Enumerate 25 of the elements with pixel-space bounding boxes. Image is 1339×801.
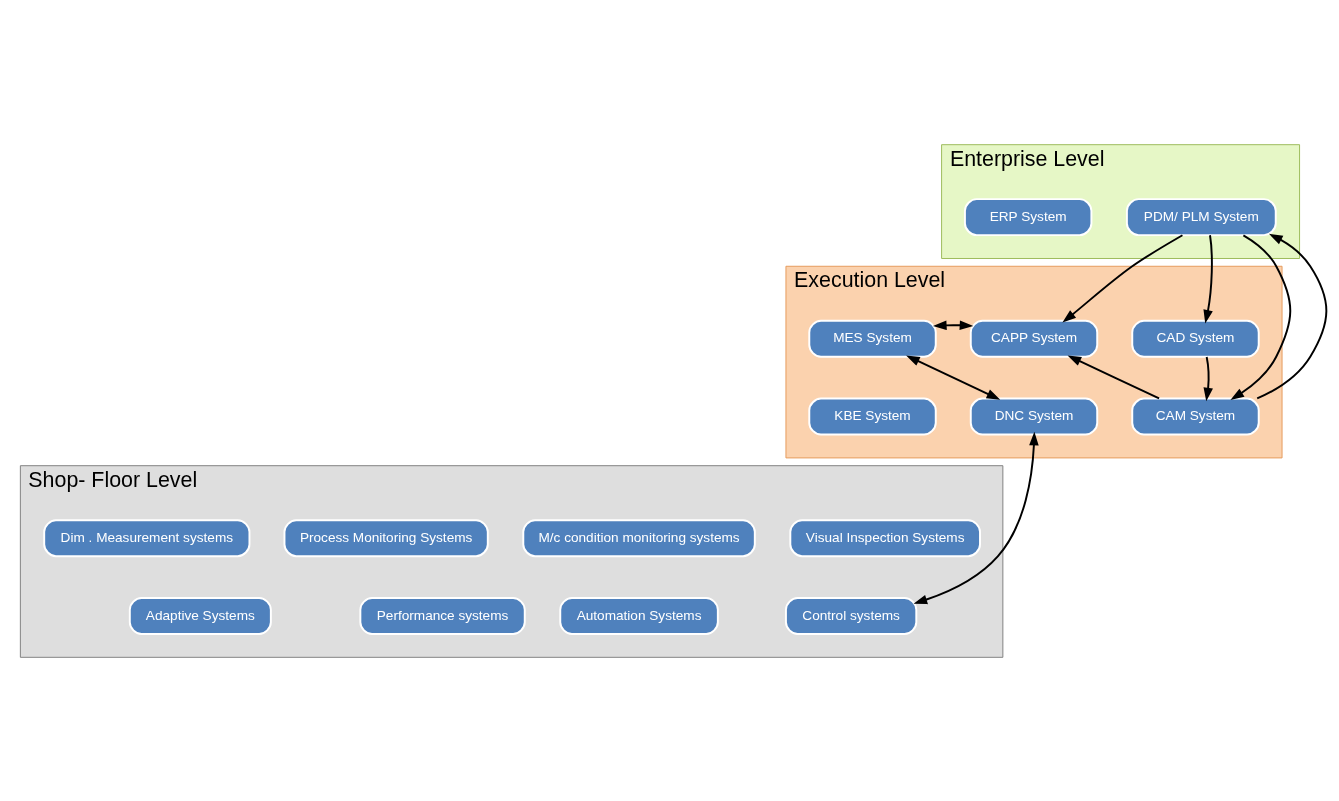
arrow bbox=[1203, 233, 1213, 324]
node-box: KBE System bbox=[808, 397, 937, 436]
arrow bbox=[932, 320, 974, 330]
node-box: Automation Systems bbox=[559, 596, 719, 635]
node-box: CAPP System bbox=[969, 319, 1099, 358]
node-box: Visual Inspection Systems bbox=[789, 518, 981, 557]
arrow bbox=[1062, 233, 1184, 323]
node-box: MES System bbox=[808, 319, 937, 358]
node-box: Process Monitoring Systems bbox=[283, 518, 489, 557]
node-box: CAM System bbox=[1131, 397, 1260, 436]
node-box: Adaptive Systems bbox=[128, 596, 272, 635]
node-box: PDM/ PLM System bbox=[1125, 197, 1277, 236]
arrow bbox=[1256, 233, 1328, 399]
node-box: Dim . Measurement systems bbox=[43, 518, 251, 557]
arrow bbox=[906, 355, 1001, 400]
arrow bbox=[913, 431, 1039, 604]
node-box: Performance systems bbox=[359, 596, 526, 635]
node-box: CAD System bbox=[1131, 319, 1260, 358]
arrow bbox=[1067, 355, 1161, 399]
node-box: ERP System bbox=[963, 197, 1093, 236]
node-box: Control systems bbox=[784, 596, 918, 635]
arrow bbox=[1203, 355, 1213, 401]
node-box: DNC System bbox=[969, 397, 1099, 436]
node-box: M/c condition monitoring systems bbox=[522, 518, 756, 557]
arrow bbox=[1230, 233, 1292, 400]
